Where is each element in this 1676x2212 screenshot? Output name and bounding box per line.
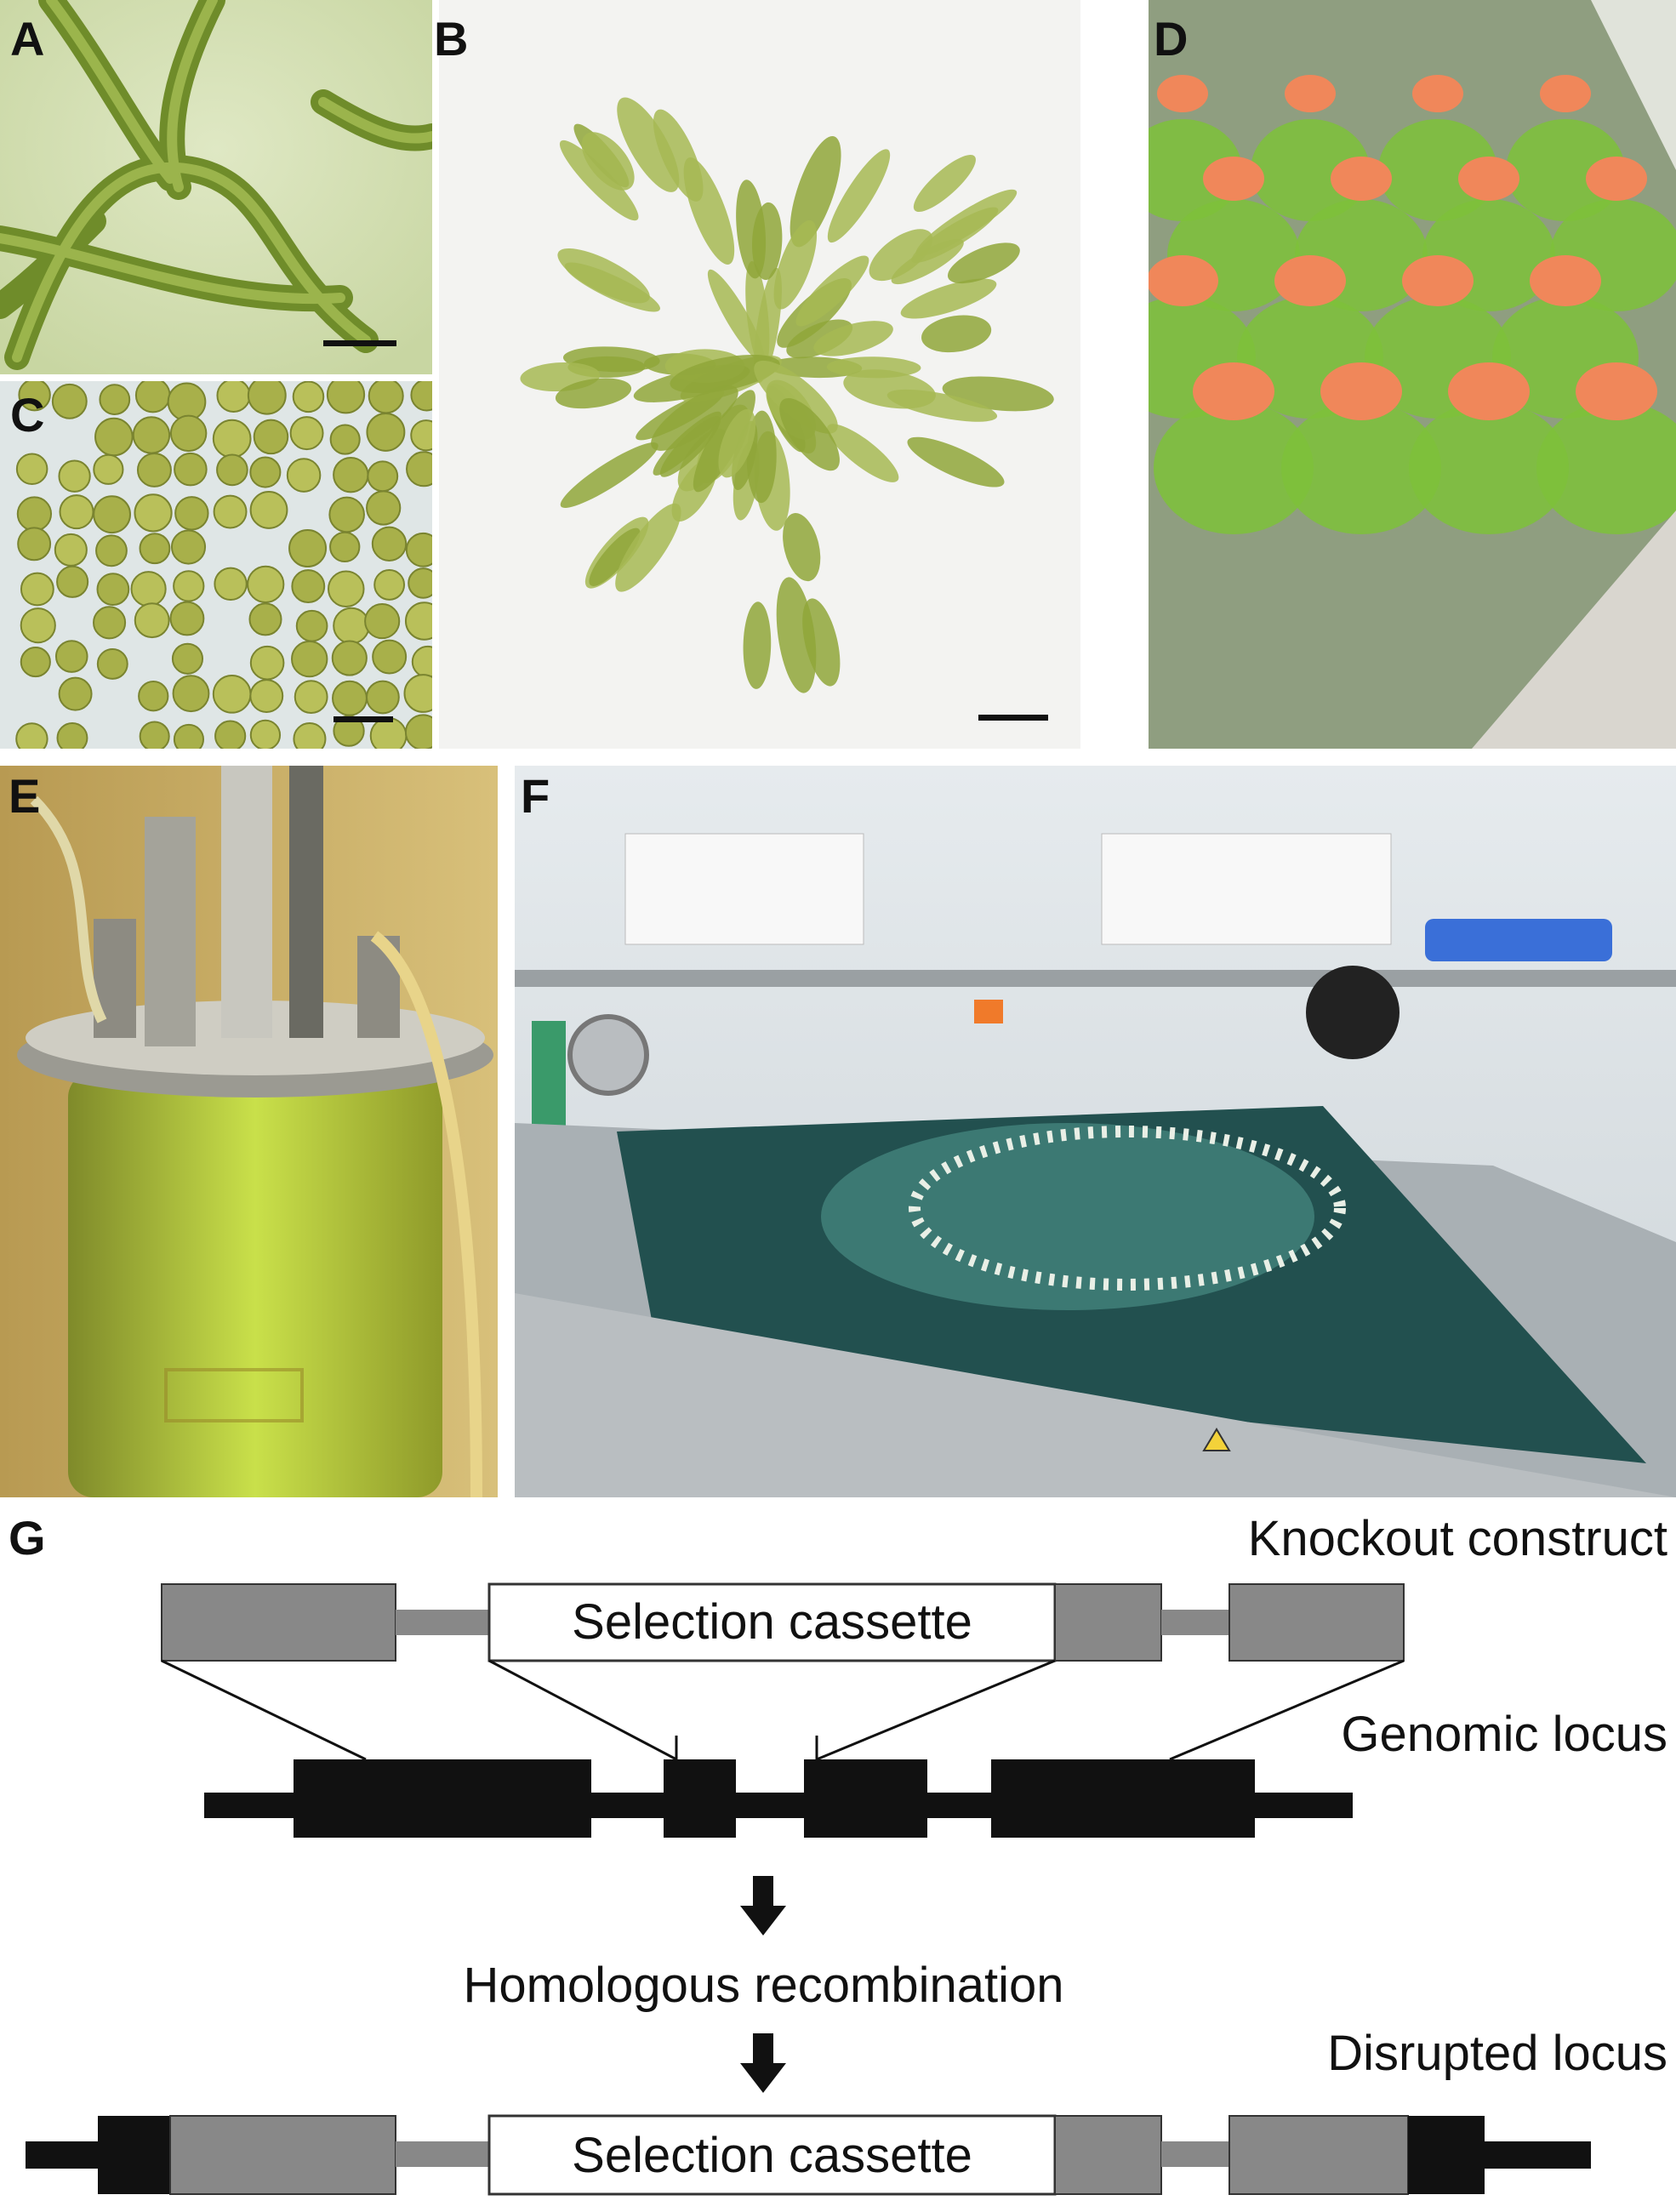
- disrupted-locus-bar: [26, 2114, 1591, 2196]
- panel-a-photo: [0, 0, 432, 374]
- panel-b-photo: [439, 0, 1080, 749]
- genomic-locus-label: Genomic locus: [1341, 1707, 1667, 1762]
- panel-label-c: C: [10, 388, 45, 442]
- panel-label-e: E: [9, 769, 41, 823]
- scale-bar-c: [333, 716, 393, 722]
- scale-bar-a: [323, 340, 396, 346]
- knockout-diagram: Knockout construct Selection cassette Ge…: [0, 1506, 1676, 2208]
- disrupted-locus-label: Disrupted locus: [1327, 2026, 1667, 2081]
- scale-bar-b: [978, 715, 1048, 721]
- panel-e-photo: [0, 766, 498, 1497]
- panel-label-f: F: [521, 769, 550, 823]
- panel-d-photo: [1149, 0, 1676, 749]
- panel-label-a: A: [10, 12, 45, 66]
- knockout-construct-bar: [161, 1582, 1405, 1662]
- panel-label-g: G: [9, 1511, 46, 1565]
- panel-label-b: B: [434, 12, 469, 66]
- down-arrow-icon: [740, 2033, 786, 2093]
- down-arrow-icon: [740, 1876, 786, 1936]
- selection-cassette-label-bottom: Selection cassette: [572, 2128, 972, 2183]
- panel-c-photo: [0, 381, 432, 749]
- recombination-lines: [161, 1659, 1405, 1761]
- homologous-recombination-label: Homologous recombination: [463, 1958, 1064, 2013]
- selection-cassette-label-top: Selection cassette: [572, 1594, 972, 1650]
- knockout-construct-label: Knockout construct: [1247, 1511, 1667, 1566]
- panel-label-d: D: [1154, 12, 1189, 66]
- genomic-locus-bar: [204, 1759, 1353, 1838]
- panel-f-photo: [515, 766, 1676, 1497]
